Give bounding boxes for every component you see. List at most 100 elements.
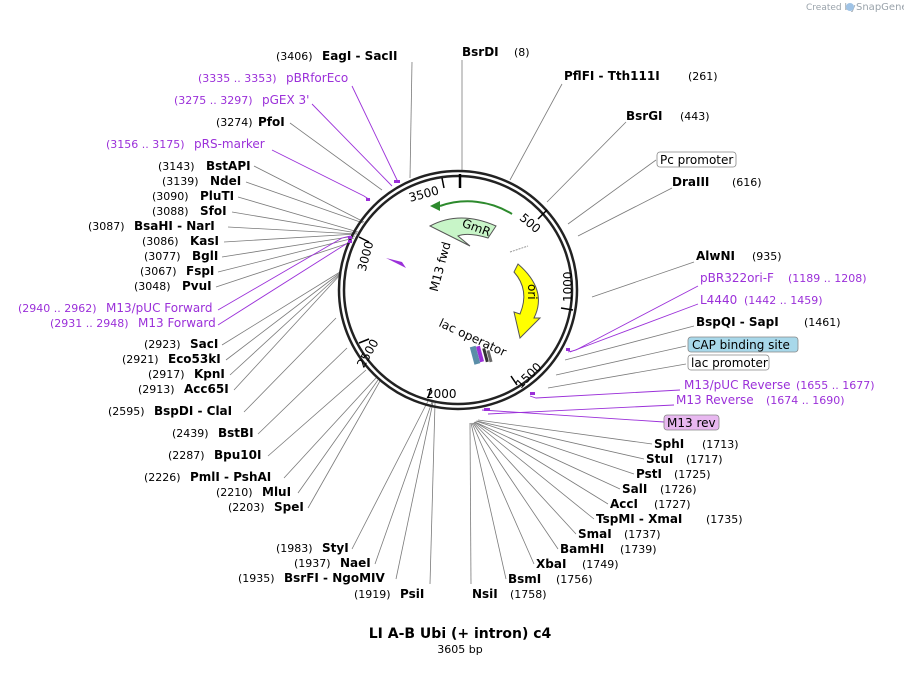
ori-label: ori [525,284,539,300]
site-pos: (1737) [624,528,661,541]
m13-fwd-feature: M13 fwd [386,240,454,293]
site-leader-lines [215,60,695,585]
site-pos: (261) [688,70,718,83]
site-name: PstI [636,467,662,481]
site-name: SalI [622,482,647,496]
site-name: BstAPI [206,159,251,173]
snapgene-credit: Created by SnapGene [806,2,904,13]
site-pos: (1727) [654,498,691,511]
site-pos: (3274) [216,116,253,129]
primer-name: M13 Forward [138,316,216,330]
right-primer-labels: pBR322ori-F (1189 .. 1208) L4440 (1442 .… [676,271,875,407]
map-title: LI A-B Ubi (+ intron) c4 [369,626,552,642]
primer-name: L4440 [700,293,737,307]
site-name: Acc65I [184,382,229,396]
site-pos: (3087) [88,220,125,233]
site-name: BamHI [560,542,604,556]
site-pos: (3086) [142,235,179,248]
site-name: SmaI [578,527,612,541]
left-primer-labels: (3335 .. 3353) pBRforEco (3275 .. 3297) … [18,71,348,330]
snapgene-logo-icon [846,3,854,11]
site-pos: (1937) [294,557,331,570]
site-pos: (2921) [122,353,159,366]
primer-range: (1189 .. 1208) [788,272,867,285]
primer-leader-lines [217,85,699,423]
site-pos: (3090) [152,190,189,203]
primer-range: (1442 .. 1459) [744,294,823,307]
gmr-feature: GmR [428,200,513,247]
site-pos: (935) [752,250,782,263]
site-pos: (1713) [702,438,739,451]
m13-rev-label: M13 rev [667,416,716,430]
site-name: BsrFI - NgoMIV [284,571,385,585]
site-name: PflFI - Tth111I [564,69,660,83]
site-pos: (1983) [276,542,313,555]
tick-label-500: 500 [517,211,544,236]
site-pos: (3048) [134,280,171,293]
lac-promoter-label: lac promoter [691,356,768,370]
site-pos: (1756) [556,573,593,586]
site-pos: (3143) [158,160,195,173]
site-name: PfoI [258,115,285,129]
cap-site-label: CAP binding site [692,338,790,352]
primer-name: M13/pUC Forward [106,301,213,315]
site-pos: (1717) [686,453,723,466]
m13-rev-box [663,414,720,431]
pc-promoter-label: Pc promoter [660,153,733,167]
plasmid-backbone [337,169,579,411]
site-name: BsaHI - NarI [134,219,215,233]
site-name: KpnI [194,367,225,381]
tick-mark [441,177,445,189]
site-pos: (1726) [660,483,697,496]
primer-range: (3335 .. 3353) [198,72,277,85]
primer-range: (3275 .. 3297) [174,94,253,107]
credit-prefix: Created by [806,3,856,13]
left-site-labels: (3406) EagI - SacII (3274) PfoI (3143) B… [88,49,424,601]
site-name: BspDI - ClaI [154,404,232,418]
tick-mark [560,307,574,311]
site-pos: (2917) [148,368,185,381]
tick-label-2000: 2000 [426,387,457,401]
site-pos: (2203) [228,501,265,514]
site-name: BspQI - SapI [696,315,779,329]
ori-feature: ori [513,263,542,339]
site-pos: (1919) [354,588,391,601]
site-pos: (3139) [162,175,199,188]
site-name: EagI - SacII [322,49,397,63]
site-pos: (3067) [140,265,177,278]
site-name: KasI [190,234,219,248]
site-pos: (2913) [138,383,175,396]
site-pos: (8) [514,46,530,59]
site-name: SphI [654,437,684,451]
site-pos: (2210) [216,486,253,499]
small-feature-glyph [509,245,529,253]
site-name: SpeI [274,500,304,514]
site-pos: (3077) [144,250,181,263]
primer-name: M13/pUC Reverse [684,378,791,392]
site-name: NaeI [340,556,371,570]
site-name: PluTI [200,189,234,203]
lac-promoter-box [687,354,770,371]
lac-operator-feature: lac operator [437,316,509,365]
primer-name: M13 Reverse [676,393,754,407]
tick-mark [358,338,370,344]
site-name: StyI [322,541,349,555]
site-name: BglI [192,249,218,263]
m13-fwd-arrow [386,258,406,268]
primer-range: (2940 .. 2962) [18,302,97,315]
site-name: NsiI [472,587,498,601]
m13-fwd-label: M13 fwd [427,240,454,293]
site-name: BsrGI [626,109,663,123]
ori-arrow [513,263,542,339]
site-pos: (1935) [238,572,275,585]
primer-range: (2931 .. 2948) [50,317,129,330]
right-feature-boxes: Pc promoter CAP binding site lac promote… [656,151,799,431]
pc-promoter-box [656,151,737,168]
site-pos: (1739) [620,543,657,556]
site-name: BsmI [508,572,541,586]
site-name: AlwNI [696,249,735,263]
primer-marks [348,180,570,411]
primer-range: (1674 .. 1690) [766,394,845,407]
site-pos: (1461) [804,316,841,329]
